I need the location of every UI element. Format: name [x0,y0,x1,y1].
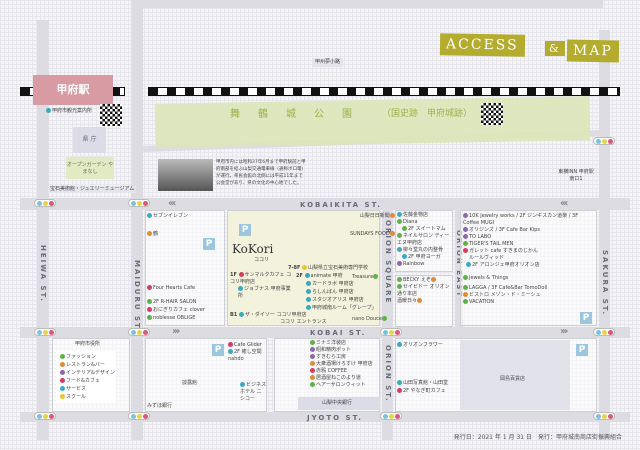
block-becky [395,275,453,327]
street-kobaikita: KOBAIKITA ST. [300,201,382,209]
road-maiduru [131,0,143,440]
orion-south-list: オリオンフラワー 山田写真館・山田堂 2F やなぎ町カフェ [397,341,448,395]
becky-block-list: BECKY えぞ セイビドー オリオン通り本店 酒暖日々 [397,277,450,304]
park-sub: （国史跡 甲府城跡） [382,109,473,119]
parking-icon[interactable]: P [576,344,588,356]
parking-icon[interactable]: P [239,224,251,236]
road-orion [382,200,393,440]
direction-chevron-icon: ››› [172,326,181,337]
okajima-bldg [460,340,570,410]
kokori-b1: B1 ザ・ダイソー ココリ甲府店 [230,312,307,318]
street-orion-square: ORION SQUARE [384,220,392,305]
kokori-2f: 2F animate 甲府 カードラボ 甲府店 らしんばん 甲府店 スタジオアリ… [296,273,377,311]
block-orion [395,210,453,272]
title-map: MAP [566,39,620,63]
shop-nano-douce[interactable]: nano Douce [352,316,388,323]
orion-block-list: 佐藤金物店 Diana 2F スイートマム ネイルサロン ティーエヌ甲府店 柳々… [397,212,450,267]
east-block-list: 10K Jewelry works / 2F ジンギスカン道楽 / 3F Cof… [463,213,579,305]
road-sakura [599,30,610,440]
traffic-signal-icon [128,412,150,420]
street-heiwa: HEIWA ST. [39,245,47,303]
jewelry-museum: 宝石美術館・ジュエリーミュージアム [48,186,137,193]
hotel-nishiko[interactable]: ビジネスホテル ニシコー [240,382,267,402]
parking-icon[interactable]: P [580,312,592,324]
traffic-signal-icon [593,328,615,336]
park-maizuru [154,96,591,148]
kokori-entrance: ココリ エントランス [280,319,327,325]
street-jyoto: JYOTO ST. [307,414,363,422]
block-ginza [145,338,267,412]
street-orion-st: ORION ST. [384,345,392,403]
traffic-signal-icon [593,412,615,420]
shop-item[interactable]: 2F R-HAIR SALON [147,298,205,306]
road-kobaikita [20,198,630,210]
block-west [145,210,225,326]
traffic-signal-icon [128,328,150,336]
traffic-signal-icon [380,412,402,420]
traffic-signal-icon [34,412,56,420]
direction-chevron-icon: ‹‹‹ [168,198,177,209]
railway [148,87,620,96]
tram-caption: 甲府市内には昭和37年6月まで甲府駅前と甲府南部を結ぶ山梨交通電車線（通称ボロ電… [216,160,306,186]
prefecture-office: 県 庁 [73,127,106,153]
street-maiduru: MAIDURU ST. [133,260,141,334]
legend: ファッション レストラン&バー インテリア&デザイン フード&カフェ サービス … [56,351,116,403]
traffic-signal-icon [380,328,402,336]
open-garden: オープンガーデン やまなし [66,157,114,179]
qr-code-park[interactable] [481,103,503,125]
park-name: 舞 鶴 城 公 園 [230,109,356,120]
station-kofu[interactable]: 甲府駅 [33,75,113,105]
south-block-list: ミナミ洋装店 昭和精肉ポット すきむら工房 大衆酒場けろすけ 甲府店 赤鴉 CO… [310,340,380,389]
street-sakura: SAKURA ST. [601,250,609,317]
title-amp: & [545,41,565,56]
shop-item[interactable]: Four Hearts Cafe [147,284,205,292]
station-info-label: 甲府市観光案内所 [46,108,92,115]
toyoko-inn: 東横INN 甲府駅南口1 [558,169,594,182]
road-orion-east [455,200,463,330]
kokori-1f: 1F サンマルクカフェ ココリ甲府店 ジョブナス 甲府事業所 [230,272,292,299]
road-jyoto [20,412,630,422]
direction-chevron-icon: ››› [560,326,569,337]
yamanashi-bank: 山梨中央銀行 [322,400,353,406]
tram-photo [158,159,213,191]
shop-item[interactable]: おにぎりカフェ clover [147,306,205,314]
kokori-7f: 7-8F 山梨県立宝石美術専門学校 [288,265,369,271]
traffic-signal-icon [593,137,615,145]
parking-icon[interactable]: P [212,344,224,356]
shop-item[interactable]: noblesse OBLIGE [147,314,205,322]
traffic-signal-icon [34,199,56,207]
city-hall: 甲府市役所 [75,341,101,347]
street-kobai: KOBAI ST. [310,329,367,337]
road-kobai [20,327,630,338]
okajima-dept-store: 岡島百貨店 [500,376,526,382]
yumekoji: 甲州夢小路 [312,58,344,67]
cafe-block-list: Cafe Glider 2F 癒し空間 nahdo [228,342,262,362]
kokori-right: 山梨日日新聞 SUNDAYS FOOD [350,212,396,238]
shop-item[interactable]: 鶴 [147,230,205,238]
direction-chevron-icon: ‹‹‹ [560,198,569,209]
kokori-kana: ココリ [254,257,270,263]
danrokan: 談露館 [182,380,198,386]
road-top [143,0,603,8]
shop-treasure[interactable]: Treasure [352,274,379,281]
traffic-signal-icon [128,199,150,207]
mizuho-bank: みずほ銀行 [147,403,173,409]
qr-code-station[interactable] [100,104,122,126]
parking-icon[interactable]: P [203,238,215,250]
yamanashi-bank-bldg [298,397,380,410]
shop-item[interactable]: セブンイレブン [147,212,205,220]
title-access: ACCESS [439,33,525,57]
west-block-list: セブンイレブン 鶴 Four Hearts Cafe 2F R-HAIR SAL… [147,212,205,322]
block-east [460,210,597,326]
traffic-signal-icon [34,328,56,336]
street-orion-east: ORION EAST [455,230,463,299]
footer-publish-info: 発行日：2021 年 1 月 31 日 発行：甲府城南商店街振興組合 [453,434,622,441]
kokori-logo[interactable]: KoKori [232,242,274,256]
